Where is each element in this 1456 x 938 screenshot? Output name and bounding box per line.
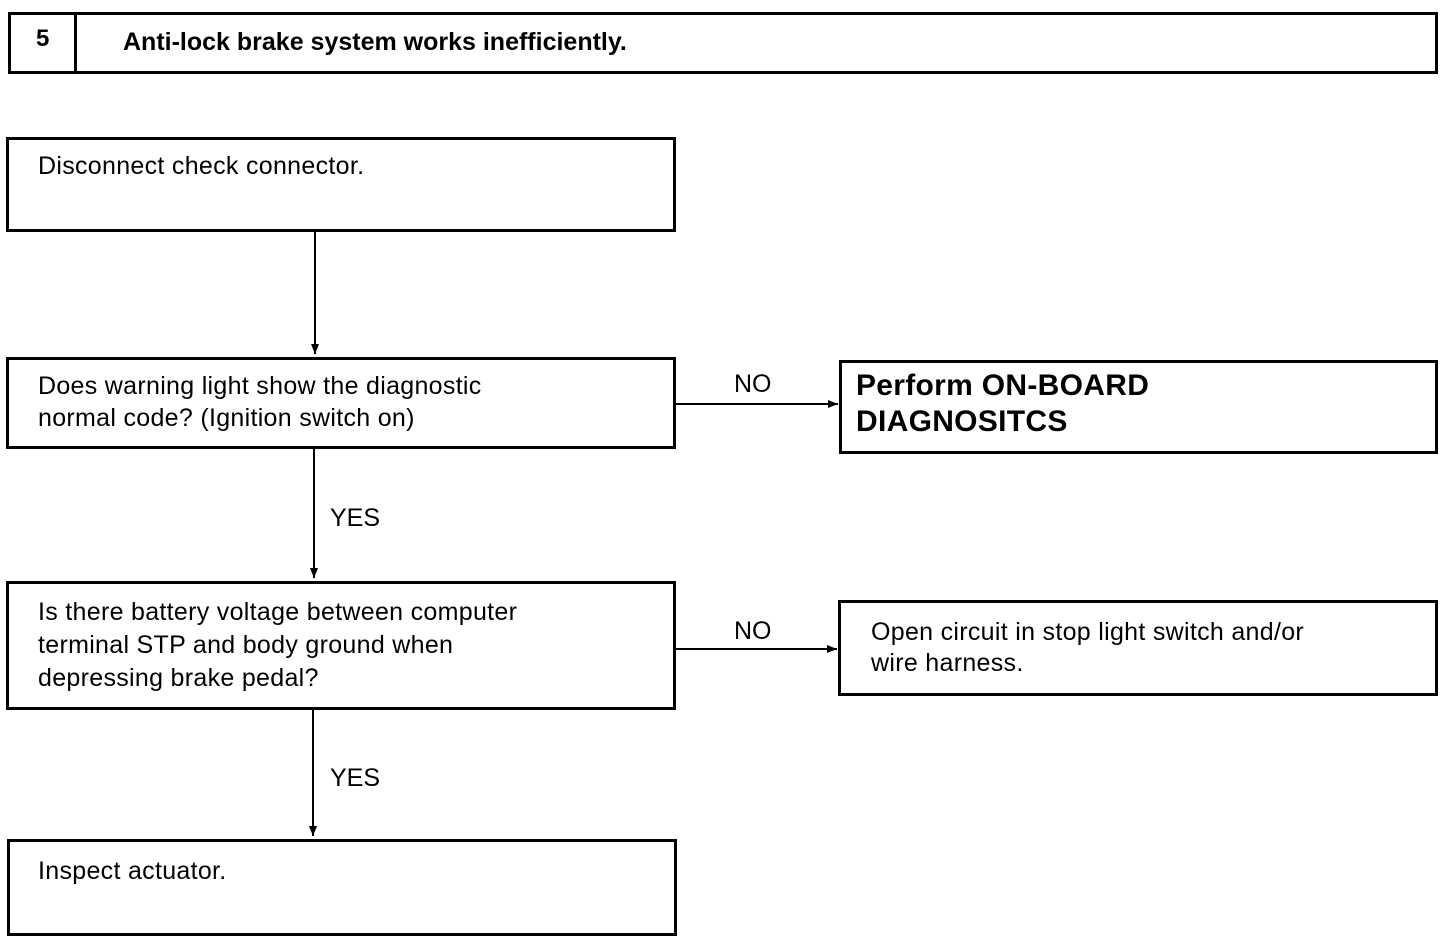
header-number: 5 <box>36 25 50 52</box>
label-yes-battery: YES <box>330 764 381 792</box>
label-no-battery: NO <box>734 617 772 645</box>
step-battery-box <box>6 581 676 710</box>
label-no-warning: NO <box>734 370 772 398</box>
outcome-opencircuit-text: Open circuit in stop light switch and/or… <box>871 618 1305 677</box>
outcome-onboard-text: Perform ON-BOARD DIAGNOSITCS <box>856 369 1150 438</box>
step-warning-text: Does warning light show the diagnostic n… <box>38 372 482 432</box>
step-disconnect-text: Disconnect check connector. <box>38 152 365 180</box>
header-title: Anti-lock brake system works inefficient… <box>123 28 627 56</box>
step-warning-box <box>6 357 676 449</box>
step-inspect-box <box>7 839 677 936</box>
label-yes-warning: YES <box>330 504 381 532</box>
outcome-opencircuit-box <box>838 600 1438 696</box>
step-inspect-text: Inspect actuator. <box>38 857 227 885</box>
step-battery-text: Is there battery voltage between compute… <box>38 598 518 692</box>
header-divider <box>74 12 77 74</box>
outcome-onboard-box <box>839 360 1438 454</box>
step-disconnect-box <box>6 137 676 232</box>
header-bar <box>8 12 1438 74</box>
